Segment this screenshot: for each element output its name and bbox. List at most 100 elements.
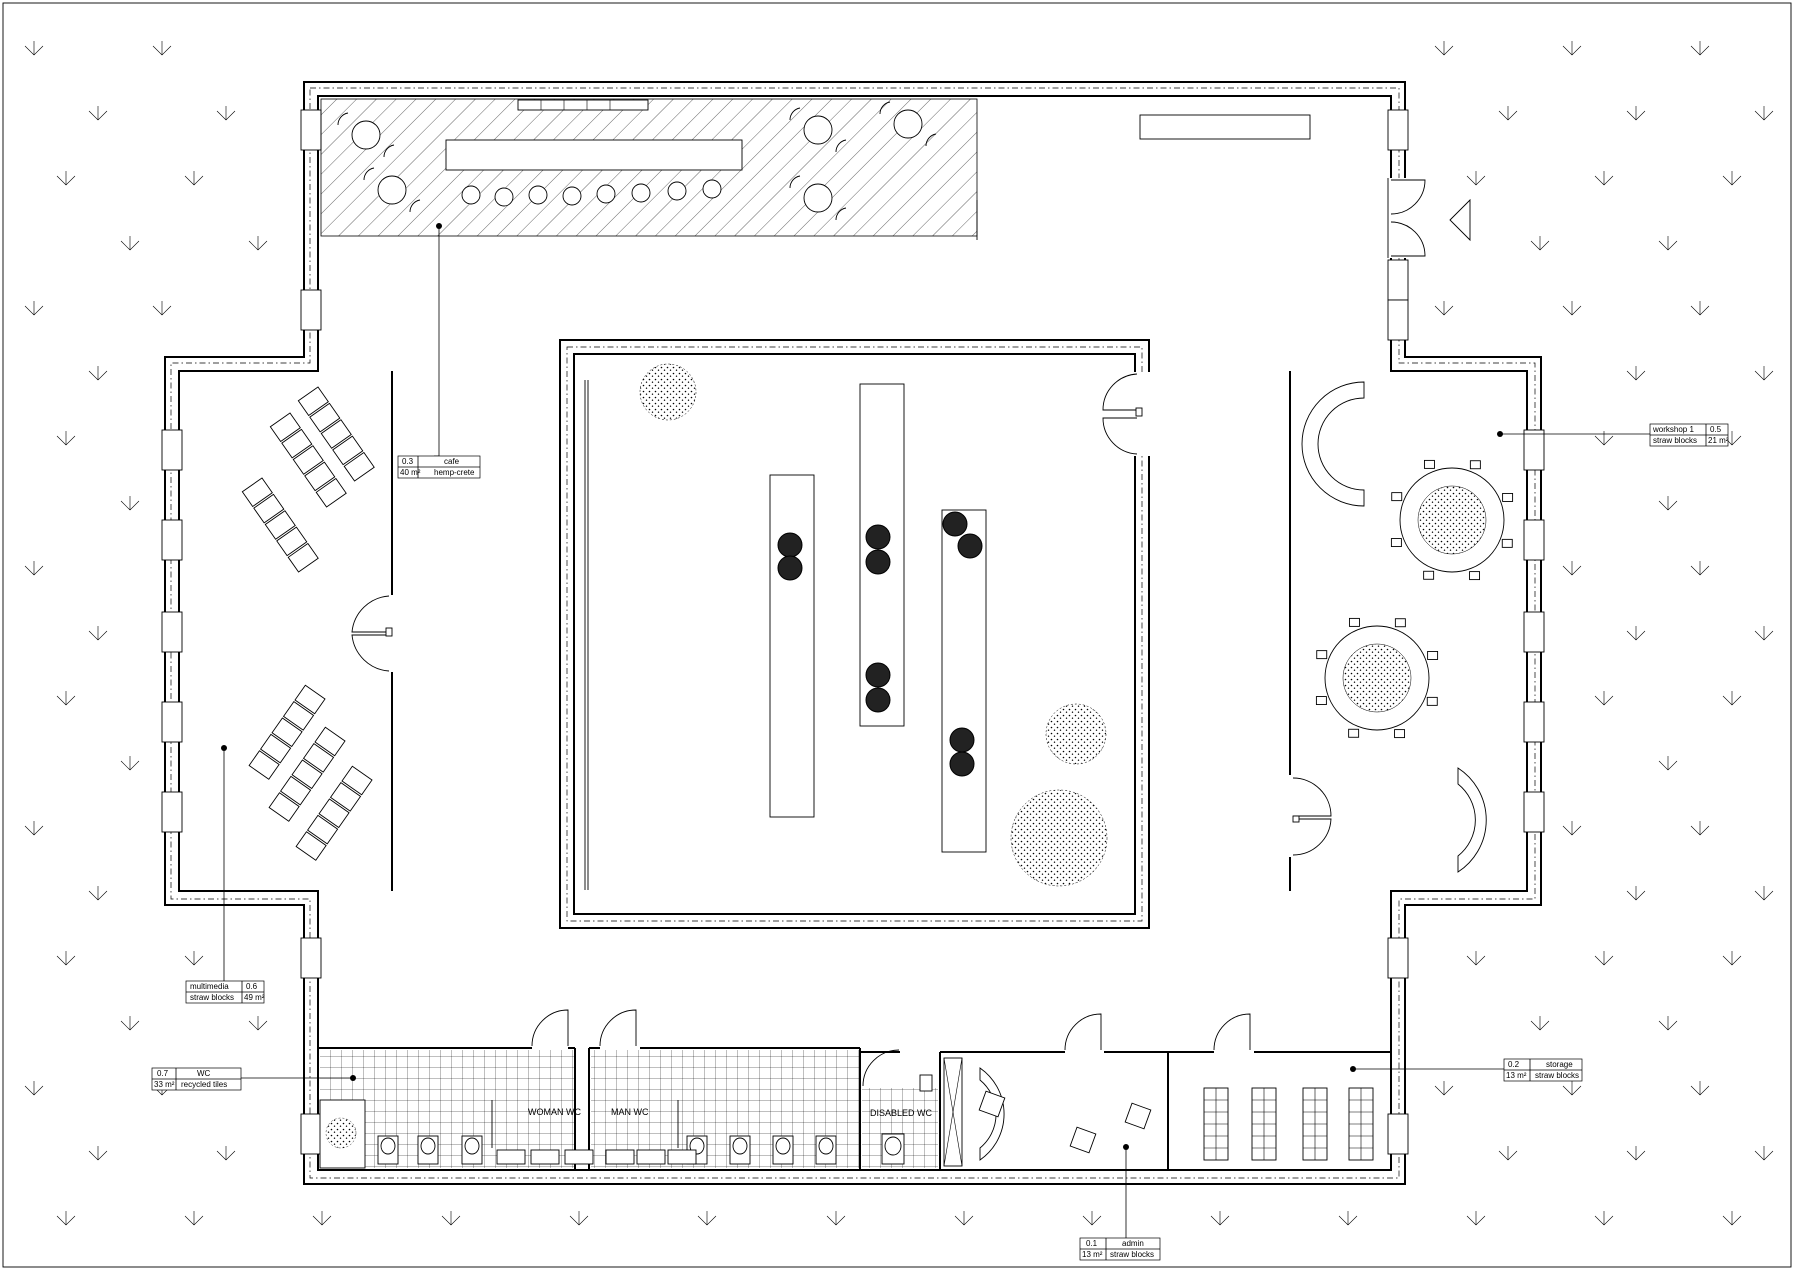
arrow-down-icon — [312, 1211, 332, 1226]
chair — [1501, 538, 1513, 548]
stool — [596, 184, 616, 204]
arrow-down-icon — [954, 1211, 974, 1226]
toilet-bowl — [818, 1137, 834, 1155]
seat — [282, 700, 315, 731]
admin-name: admin — [1122, 1239, 1144, 1248]
seat — [271, 717, 303, 748]
multimedia-num: 0.6 — [246, 982, 258, 991]
seat — [291, 759, 323, 790]
arrow-down-icon — [248, 236, 268, 251]
wc-name: WC — [197, 1069, 211, 1078]
arrow-down-icon — [1626, 1146, 1646, 1161]
room-tag-wc: 0.7 WC 33 m² recycled tiles — [151, 1067, 356, 1091]
arrow-down-icon — [1754, 1146, 1774, 1161]
room-tag-multimedia: multimedia 0.6 straw blocks 49 m² — [185, 745, 265, 1004]
cafe-counter — [445, 139, 743, 171]
arrow-down-icon — [56, 431, 76, 446]
seat — [276, 526, 308, 557]
outer-wall — [164, 81, 1542, 1185]
arrow-down-icon — [1210, 1211, 1230, 1226]
admin-material: straw blocks — [1110, 1250, 1154, 1259]
chair — [879, 101, 891, 115]
chair — [1423, 570, 1435, 580]
seat — [294, 684, 326, 715]
arrow-down-icon — [1466, 171, 1486, 186]
arrow-down-icon — [24, 301, 44, 316]
arrow-down-icon — [216, 106, 236, 121]
storage-area: 13 m² — [1506, 1071, 1527, 1080]
chair — [1423, 459, 1435, 469]
toilet-bowl — [884, 1136, 902, 1156]
chair — [1348, 617, 1360, 627]
man-wc-label: MAN WC — [611, 1107, 649, 1117]
chair — [1315, 696, 1327, 706]
seat — [306, 814, 339, 845]
arrow-down-icon — [248, 1016, 268, 1031]
arrow-down-icon — [24, 1081, 44, 1096]
sink — [667, 1149, 697, 1165]
seat — [287, 542, 319, 573]
chair — [1394, 618, 1406, 628]
admin-area: 13 m² — [1082, 1250, 1103, 1259]
arrow-down-icon — [1434, 1081, 1454, 1096]
arrow-down-icon — [1658, 236, 1678, 251]
entrance-arrow-icon — [1449, 198, 1471, 242]
cafe-table — [377, 175, 407, 205]
chair — [835, 139, 847, 153]
arrow-down-icon — [120, 236, 140, 251]
bench — [1139, 114, 1311, 140]
shrub — [777, 555, 803, 581]
chair — [1469, 460, 1481, 470]
shrub — [865, 549, 891, 575]
storage-material: straw blocks — [1535, 1071, 1579, 1080]
seat-row — [297, 386, 375, 482]
arrow-down-icon — [184, 171, 204, 186]
arrow-down-icon — [1626, 366, 1646, 381]
arrow-down-icon — [88, 366, 108, 381]
storage-name: storage — [1546, 1060, 1573, 1069]
wc-plant — [325, 1117, 357, 1149]
arrow-down-icon — [1594, 171, 1614, 186]
seat — [329, 781, 362, 812]
arrow-down-icon — [152, 301, 172, 316]
chair — [1391, 492, 1403, 502]
seat-row — [248, 684, 326, 780]
arrow-down-icon — [1722, 1211, 1742, 1226]
room-tag-cafe: 0.3 cafe 40 m² hemp-crete — [397, 223, 481, 479]
seat — [253, 493, 285, 524]
toilet-bowl — [775, 1137, 791, 1155]
cafe-name: cafe — [444, 457, 460, 466]
room-tag-admin: 0.1 admin 13 m² straw blocks — [1079, 1144, 1161, 1261]
chair — [1469, 571, 1481, 581]
arrow-down-icon — [1338, 1211, 1358, 1226]
chair — [409, 199, 421, 213]
workshop-num: 0.5 — [1710, 425, 1722, 434]
arrow-down-icon — [441, 1211, 461, 1226]
disabled-wc-label: DISABLED WC — [870, 1108, 933, 1118]
seat — [248, 750, 280, 780]
arrow-down-icon — [24, 821, 44, 836]
shrub — [942, 511, 968, 537]
cafe-shelf — [517, 99, 649, 111]
workshop-material: straw blocks — [1653, 436, 1697, 445]
stool — [528, 185, 548, 205]
toilet-bowl — [732, 1137, 748, 1155]
arrow-down-icon — [1690, 561, 1710, 576]
arrow-down-icon — [1594, 1211, 1614, 1226]
chair — [1124, 1102, 1152, 1130]
chair — [1426, 696, 1438, 706]
arrow-down-icon — [120, 756, 140, 771]
admin-num: 0.1 — [1086, 1239, 1098, 1248]
arrow-down-icon — [1082, 1211, 1102, 1226]
arrow-down-icon — [826, 1211, 846, 1226]
shrub — [865, 524, 891, 550]
multimedia-name: multimedia — [190, 982, 229, 991]
seat — [268, 792, 300, 822]
arrow-down-icon — [184, 951, 204, 966]
storage-shelf — [1203, 1087, 1229, 1161]
storage-shelf — [1348, 1087, 1374, 1161]
storage-shelf — [1251, 1087, 1277, 1161]
seat — [269, 412, 301, 443]
table-planter — [1417, 485, 1487, 555]
seat — [332, 435, 364, 466]
